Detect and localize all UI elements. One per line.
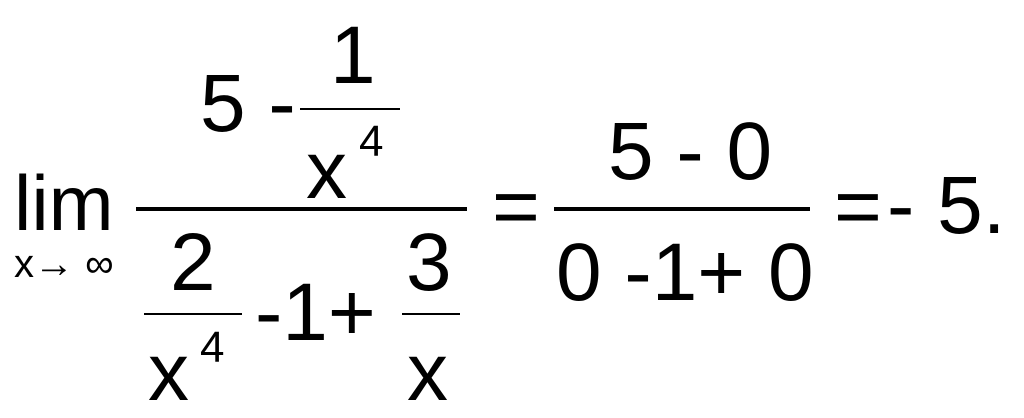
middle-numerator: 5 - 0 [608, 106, 773, 197]
result-value: - 5. [887, 160, 1006, 251]
left-inner-fraction-bar [300, 108, 400, 110]
left-first-small-numerator: 2 [170, 217, 216, 308]
lim-subscript: x→ ∞ [14, 242, 114, 286]
left-second-small-numerator: 3 [406, 217, 452, 308]
left-inner-denominator-exponent: 4 [359, 117, 384, 166]
equals-sign-1: = [492, 161, 540, 252]
left-first-small-denominator-base: x [148, 327, 189, 418]
middle-fraction-bar [554, 207, 810, 211]
left-main-fraction-bar [136, 207, 467, 211]
left-second-small-denominator: x [407, 327, 448, 418]
equals-sign-2: = [834, 161, 882, 252]
left-first-small-fraction-bar [144, 313, 242, 315]
lim-label: lim [14, 159, 114, 247]
left-first-small-denominator-exponent: 4 [200, 323, 225, 372]
left-inner-numerator: 1 [330, 10, 376, 101]
left-numerator-prefix: 5 - [200, 58, 296, 149]
left-inner-denominator-base: x [306, 125, 347, 216]
left-middle-terms: -1+ [255, 267, 376, 358]
middle-denominator: 0 -1+ 0 [556, 227, 814, 318]
left-second-small-fraction-bar [402, 313, 460, 315]
